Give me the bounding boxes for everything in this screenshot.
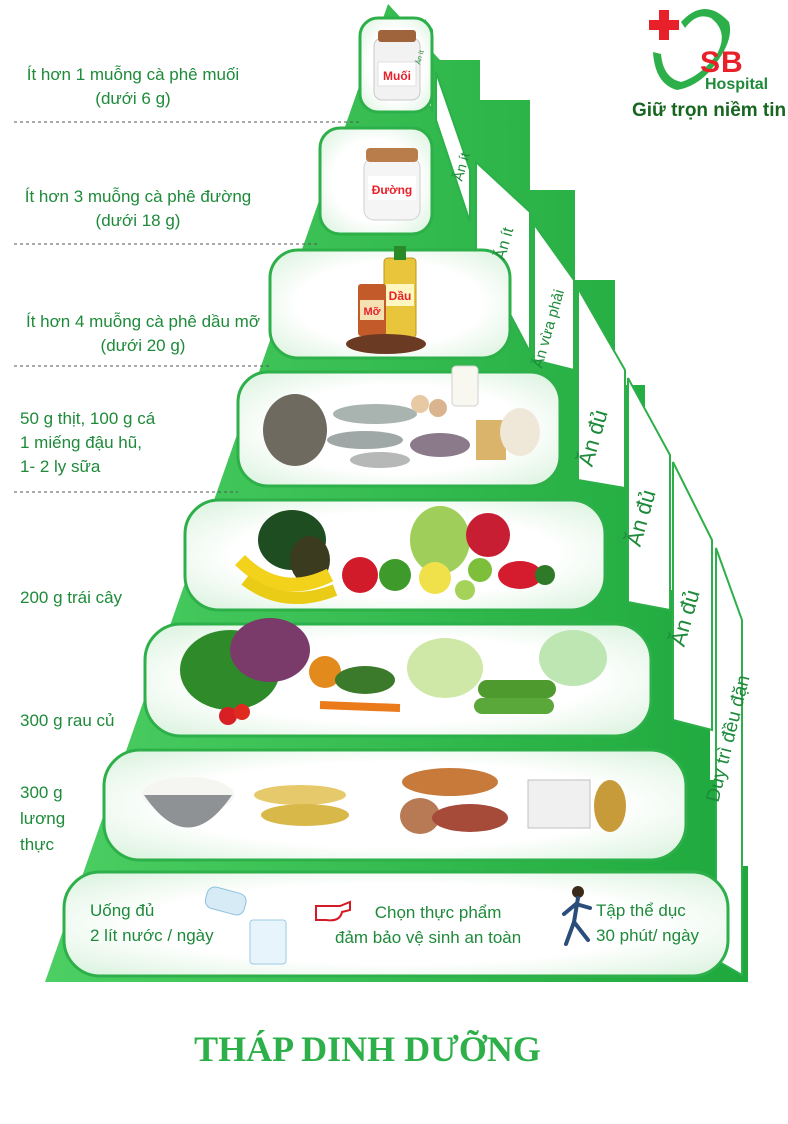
tier-grain-label: 300 g lương thực bbox=[20, 780, 65, 858]
water-line1: Uống đủ bbox=[90, 901, 155, 920]
tier-sugar-line2: (dưới 18 g) bbox=[95, 211, 181, 230]
tier-oil-line2: (dưới 20 g) bbox=[100, 336, 186, 355]
tier-protein-line2: 1 miếng đậu hũ, bbox=[20, 433, 142, 452]
tier-grain-line1: 300 g bbox=[20, 783, 63, 802]
sugar-jar-image: Đường bbox=[363, 148, 421, 221]
water-bottle-image bbox=[204, 886, 287, 965]
tier-protein-label: 50 g thịt, 100 g cá 1 miếng đậu hũ, 1- 2… bbox=[20, 407, 155, 479]
logo-brand: SB bbox=[700, 46, 744, 79]
exercise-line1: Tập thể dục bbox=[596, 901, 686, 920]
vegetables-image bbox=[180, 618, 607, 725]
tier-salt-line2: (dưới 6 g) bbox=[95, 89, 171, 108]
salt-jar-image: Muối bbox=[373, 30, 421, 101]
exercise-line2: 30 phút/ ngày bbox=[596, 926, 700, 945]
salt-jar-label: Muối bbox=[383, 69, 411, 83]
tier-fruit-panel bbox=[183, 498, 607, 612]
page-title: THÁP DINH DƯỠNG bbox=[194, 1029, 541, 1069]
pyramid-side-faces bbox=[425, 19, 743, 977]
tier-fruit-line1: 200 g trái cây bbox=[20, 588, 123, 607]
tier-vegetable-label: 300 g rau củ bbox=[20, 709, 115, 733]
logo-subtitle: Hospital bbox=[705, 76, 769, 93]
tier-salt-label: Ít hơn 1 muỗng cà phê muối (dưới 6 g) bbox=[18, 63, 248, 111]
guide-lines bbox=[14, 121, 360, 493]
side-label-sugar: Ăn ít bbox=[450, 150, 473, 182]
tier-grain-line3: thực bbox=[20, 835, 55, 854]
tier-protein-line1: 50 g thịt, 100 g cá bbox=[20, 409, 156, 428]
tier-grain-line2: lương bbox=[20, 809, 66, 828]
logo-slogan: Giữ trọn niềm tin bbox=[632, 100, 787, 121]
safety-text: Chọn thực phẩm đảm bảo vệ sinh an toàn bbox=[335, 900, 521, 950]
safety-line2: đảm bảo vệ sinh an toàn bbox=[335, 928, 522, 947]
tier-oil-line1: Ít hơn 4 muỗng cà phê dầu mỡ bbox=[26, 312, 260, 331]
fruits-image bbox=[235, 506, 555, 604]
hospital-logo bbox=[625, 2, 785, 128]
tier-grain-panel bbox=[102, 748, 688, 862]
tier-sugar-label: Ít hơn 3 muỗng cà phê đường (dưới 18 g) bbox=[18, 185, 258, 233]
water-line2: 2 lít nước / ngày bbox=[90, 926, 214, 945]
pointing-hand-icon bbox=[315, 900, 351, 922]
tier-sugar-line1: Ít hơn 3 muỗng cà phê đường bbox=[24, 187, 252, 206]
heart-cross-icon bbox=[649, 9, 731, 90]
lard-jar-label: Mỡ bbox=[364, 306, 381, 318]
protein-foods-image bbox=[263, 365, 540, 468]
tier-protein-line3: 1- 2 ly sữa bbox=[20, 457, 101, 476]
sugar-jar-label: Đường bbox=[372, 183, 413, 197]
oil-bottle-label: Dầu bbox=[389, 289, 412, 303]
tier-oil-label: Ít hơn 4 muỗng cà phê dầu mỡ (dưới 20 g) bbox=[18, 310, 268, 358]
exercise-text: Tập thể dục 30 phút/ ngày bbox=[596, 898, 699, 948]
tier-fruit-label: 200 g trái cây bbox=[20, 586, 122, 610]
water-text: Uống đủ 2 lít nước / ngày bbox=[90, 898, 214, 948]
grains-image bbox=[142, 768, 626, 834]
oil-lard-image: Dầu Mỡ bbox=[346, 246, 426, 354]
tier-salt-line1: Ít hơn 1 muỗng cà phê muối bbox=[26, 65, 240, 84]
safety-line1: Chọn thực phẩm bbox=[374, 903, 502, 922]
runner-icon bbox=[562, 886, 592, 946]
tier-vegetable-line1: 300 g rau củ bbox=[20, 711, 115, 730]
